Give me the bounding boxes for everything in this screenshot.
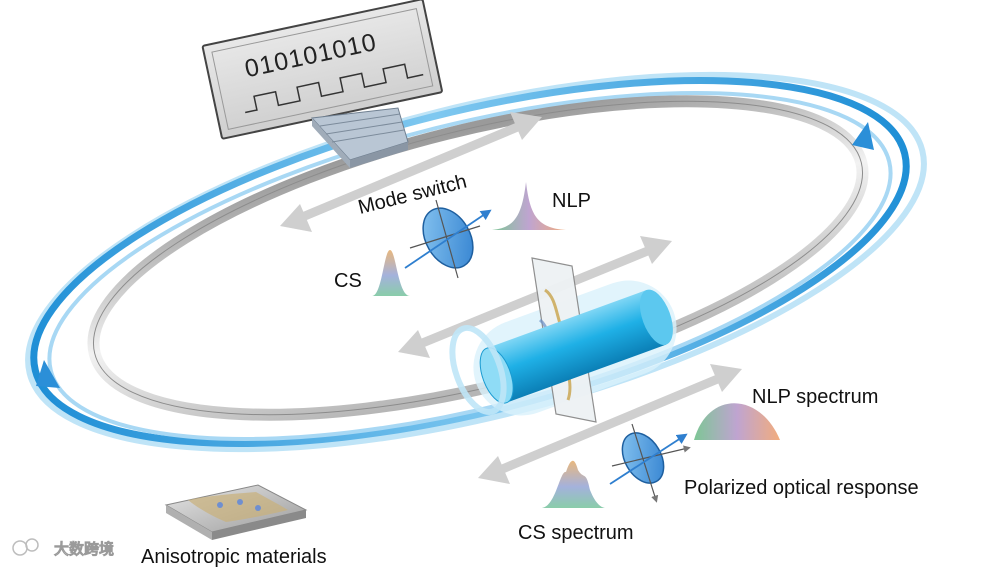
anisotropic-chip bbox=[164, 484, 308, 540]
cavity-rings bbox=[25, 71, 927, 453]
cs-pulse-glyph bbox=[372, 250, 410, 296]
switch-chip bbox=[310, 107, 409, 168]
nlp-pulse-glyph bbox=[492, 182, 566, 230]
nlp-spectrum-glyph bbox=[694, 403, 780, 440]
polarizer-lower bbox=[609, 423, 691, 503]
label-polarized-optical-response: Polarized optical response bbox=[684, 477, 919, 499]
label-cs-spectrum: CS spectrum bbox=[518, 522, 634, 544]
arrow-bottom bbox=[478, 364, 742, 484]
ring-direction-arrow-left bbox=[36, 360, 60, 388]
cs-spectrum-glyph bbox=[542, 460, 606, 508]
watermark-text: 大数跨境 bbox=[54, 540, 114, 558]
polarizer-upper bbox=[404, 199, 492, 279]
watermark: 大数跨境 bbox=[12, 538, 114, 558]
ring-direction-arrow-right bbox=[852, 122, 874, 150]
square-wave bbox=[245, 63, 424, 114]
arrow-top bbox=[280, 112, 542, 232]
label-nlp-spectrum: NLP spectrum bbox=[752, 386, 878, 408]
binary-display: 010101010 bbox=[201, 0, 443, 140]
label-nlp: NLP bbox=[552, 190, 591, 212]
fiber-with-material bbox=[449, 257, 677, 423]
label-cs: CS bbox=[334, 270, 362, 292]
label-anisotropic-materials: Anisotropic materials bbox=[141, 546, 327, 568]
